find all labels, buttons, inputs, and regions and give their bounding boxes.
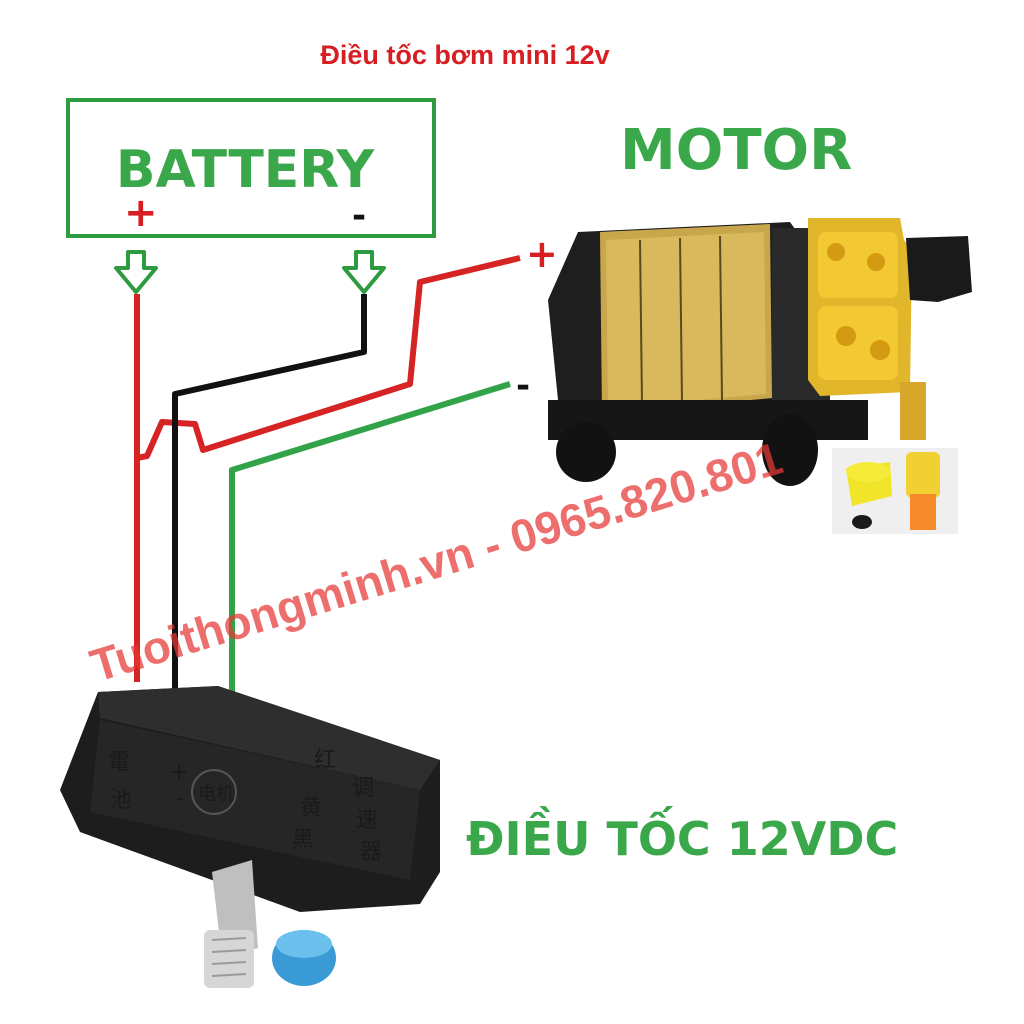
- controller-marking: 调: [352, 776, 375, 801]
- controller-marking: 黄: [300, 796, 323, 821]
- controller-marking: 電: [108, 750, 131, 775]
- controller-marking: -: [176, 786, 184, 811]
- battery-label: BATTERY: [115, 140, 375, 200]
- controller-marking: 池: [110, 788, 133, 813]
- battery-positive-wire: [134, 255, 521, 461]
- pump-motor-image: [548, 218, 972, 486]
- controller-marking: 器: [360, 840, 383, 865]
- page-title: Điều tốc bơm mini 12v: [320, 40, 610, 70]
- controller-marking: 黑: [292, 828, 315, 853]
- controller-label: ĐIỀU TỐC 12VDC: [466, 812, 899, 866]
- pump-fittings-image: [832, 448, 958, 534]
- motor-label: MOTOR: [620, 118, 853, 183]
- battery-plus-sign: +: [124, 190, 158, 236]
- controller-marking: 电机: [198, 784, 234, 805]
- battery-minus-sign: -: [352, 196, 367, 236]
- motor-plus-sign: +: [526, 232, 558, 276]
- controller-marking: 红: [314, 748, 337, 773]
- motor-minus-sign: -: [516, 366, 531, 406]
- motor-negative-wire: [229, 381, 511, 696]
- battery-box: [66, 98, 436, 238]
- battery-minus-arrow: [342, 250, 386, 294]
- battery-plus-arrow: [114, 250, 158, 294]
- controller-marking: 速: [356, 808, 379, 833]
- controller-marking: +: [170, 760, 189, 785]
- speed-controller-image: [60, 686, 440, 988]
- battery-negative-wire: [172, 294, 367, 696]
